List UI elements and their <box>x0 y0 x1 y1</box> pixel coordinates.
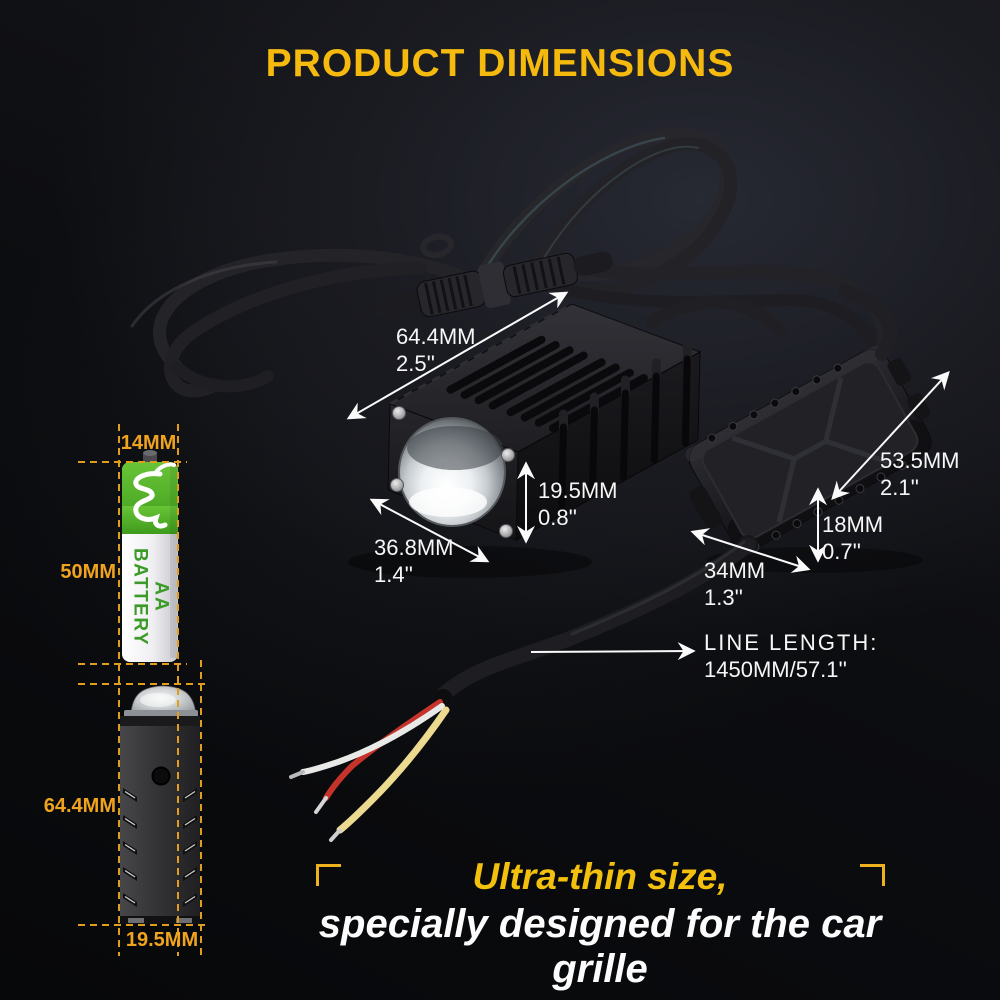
tagline-line1: Ultra-thin size, <box>472 856 728 897</box>
driver-length-arrow <box>831 371 950 500</box>
lamp-depth-arrow <box>369 498 490 563</box>
driver-width-mm: 34MM <box>704 558 766 583</box>
lamp-depth-in: 1.4'' <box>374 561 413 587</box>
lamp-height-mm: 19.5MM <box>538 478 618 503</box>
product-height-label: 64.4MM <box>43 795 116 817</box>
battery-brand-logo <box>133 462 176 529</box>
lamp-width-arrow <box>346 291 569 420</box>
driver-input-cable <box>838 283 898 361</box>
driver-box <box>685 283 933 573</box>
driver-height-mm: 18MM <box>822 512 884 537</box>
driver-length-mm: 53.5MM <box>880 448 960 473</box>
driver-length-in: 2.1'' <box>880 474 919 500</box>
line-length-arrow <box>530 642 696 661</box>
side-fins <box>558 341 692 515</box>
battery-label-line2: BATTERY <box>130 547 151 647</box>
lamp-width-in: 2.5'' <box>396 350 435 376</box>
yellow-wire-tip <box>329 828 342 842</box>
driver-length-label: 53.5MM 2.1'' <box>880 448 959 502</box>
battery-width-label: 14MM <box>120 432 177 454</box>
battery-illustration <box>122 450 178 662</box>
driver-dimples-far <box>707 363 843 443</box>
lamp-depth-label: 36.8MM 1.4'' <box>374 535 453 589</box>
corner-bracket-left <box>316 864 341 886</box>
lamp-to-driver-cable <box>645 295 787 337</box>
profile-fins <box>123 788 197 907</box>
mount-hole <box>151 766 171 786</box>
white-wire <box>300 703 445 775</box>
yellow-wire <box>336 706 450 834</box>
driver-height-in: 0.7'' <box>822 538 861 564</box>
cable-coil <box>130 127 891 398</box>
lamp-height-label: 19.5MM 0.8'' <box>538 478 617 532</box>
battery-height-label: 50MM <box>60 561 116 583</box>
lamp-height-in: 0.8'' <box>538 504 577 530</box>
battery-label: AA BATTERY <box>122 534 178 660</box>
projector-lens <box>398 417 506 527</box>
product-profile <box>120 685 200 924</box>
lamp-width-label: 64.4MM 2.5'' <box>396 324 475 378</box>
wire-leads <box>289 689 452 842</box>
lamp-depth-mm: 36.8MM <box>374 535 454 560</box>
cable-tie <box>420 233 454 259</box>
page-title: PRODUCT DIMENSIONS <box>265 42 735 85</box>
tagline-line2: specially designed for the car grille <box>318 902 882 991</box>
lamp-width-mm: 64.4MM <box>396 324 476 349</box>
driver-width-in: 1.3'' <box>704 584 743 610</box>
product-width-label: 19.5MM <box>125 929 199 951</box>
driver-height-label: 18MM 0.7'' <box>822 512 883 566</box>
red-wire <box>323 699 443 801</box>
red-wire-tip <box>314 796 328 814</box>
driver-width-arrow <box>690 528 811 573</box>
white-wire-tip <box>289 770 305 779</box>
measure-guide-lines <box>78 424 207 956</box>
tagline: Ultra-thin size, specially designed for … <box>300 856 900 992</box>
line-length-caption: LINE LENGTH: <box>704 630 879 655</box>
driver-width-label: 34MM 1.3'' <box>704 558 765 612</box>
corner-bracket-right <box>860 864 885 886</box>
battery-label-line1: AA <box>150 581 172 613</box>
dimension-arrows <box>346 291 950 661</box>
line-length-value: 1450MM/57.1'' <box>704 656 847 682</box>
line-length-label: LINE LENGTH: 1450MM/57.1'' <box>704 630 878 684</box>
